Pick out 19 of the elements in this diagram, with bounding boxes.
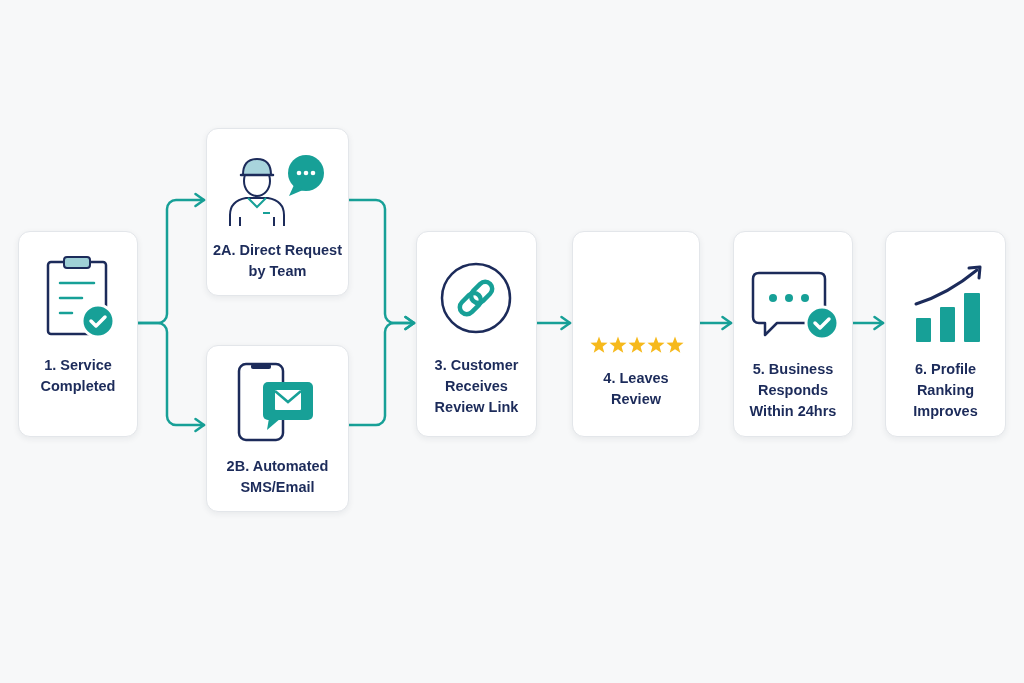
step-card	[206, 345, 349, 512]
step-label: 2A. Direct Request by Team	[212, 241, 343, 281]
step-card	[18, 231, 138, 437]
step-card	[416, 231, 537, 437]
connector-arrow	[535, 315, 572, 331]
connector-arrow	[698, 315, 733, 331]
step-label: 4. Leaves Review	[602, 369, 670, 409]
connector-arrow	[347, 315, 416, 427]
step-card	[733, 231, 853, 437]
step-label: 3. Customer Receives Review Link	[433, 356, 520, 417]
connector-arrow	[136, 321, 206, 433]
step-label: 6. Profile Ranking Improves	[912, 360, 979, 421]
step-label: 1. Service Completed	[39, 356, 117, 396]
connector-arrow	[851, 315, 885, 331]
step-card	[885, 231, 1006, 437]
step-card	[206, 128, 349, 296]
step-label: 5. Business Responds Within 24hrs	[748, 360, 838, 421]
step-label: 2B. Automated SMS/Email	[225, 457, 330, 497]
step-card	[572, 231, 700, 437]
